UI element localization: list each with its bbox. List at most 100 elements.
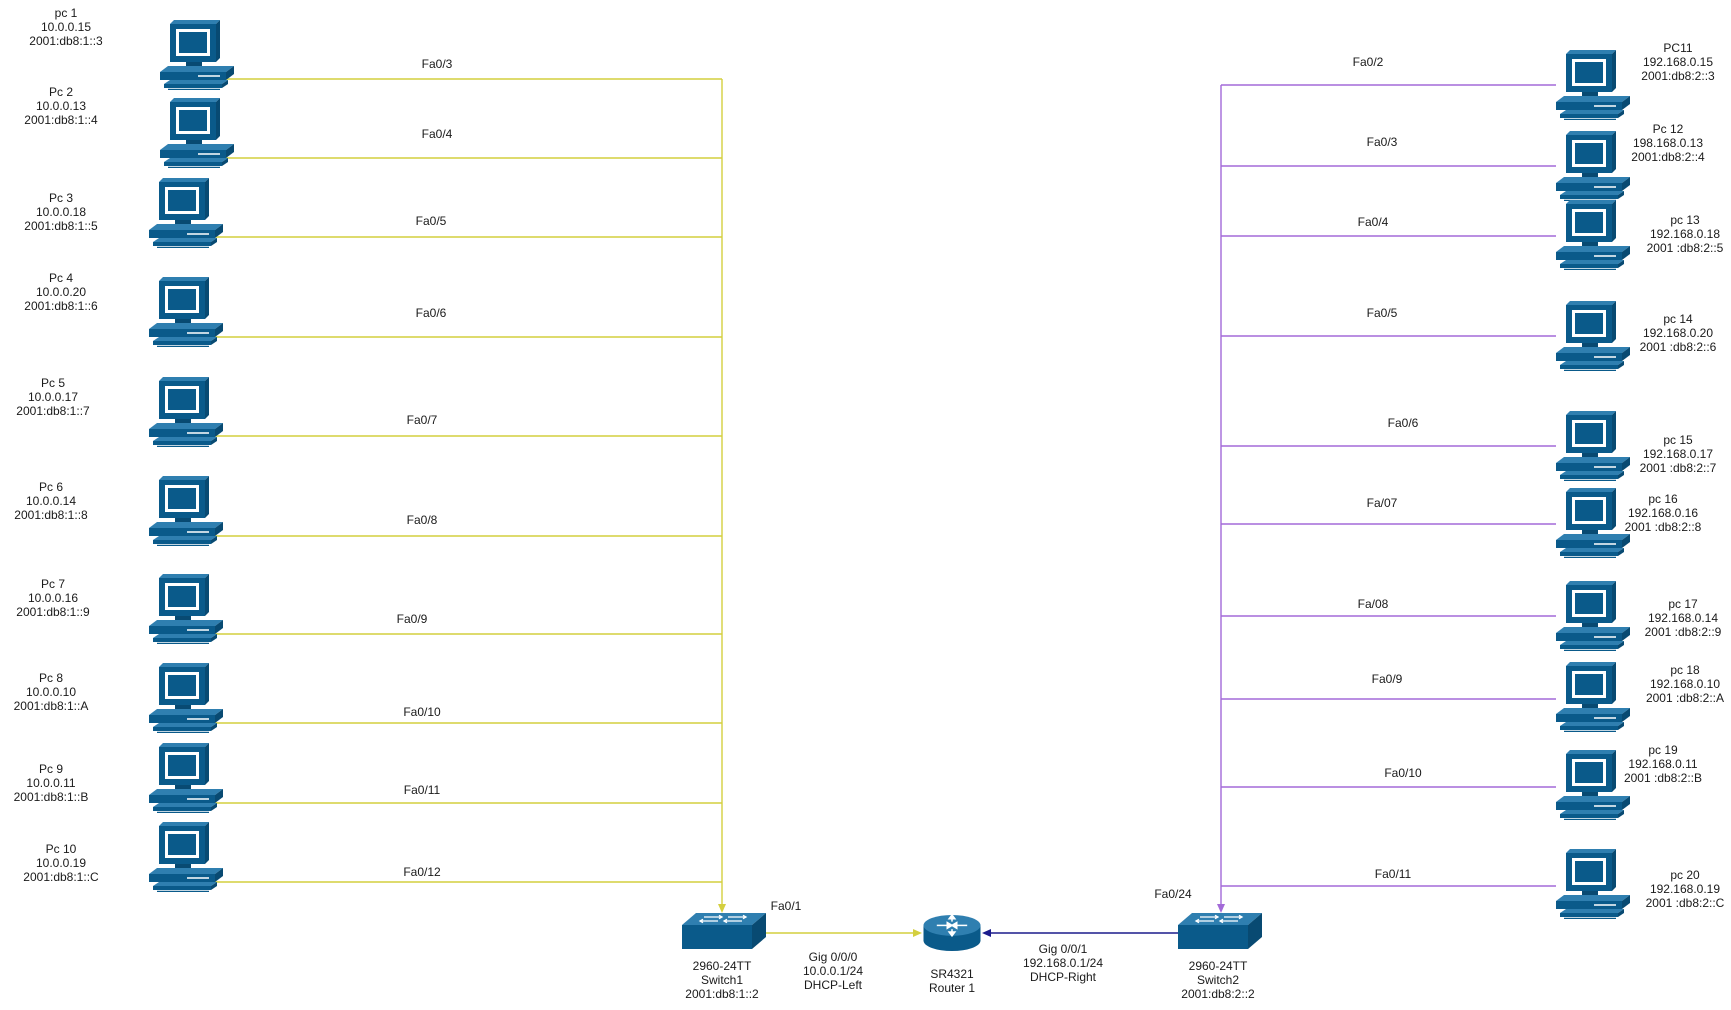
port-label: Fa0/2 xyxy=(1353,55,1384,69)
desktop-pc-icon[interactable] xyxy=(148,476,224,546)
desktop-pc-icon[interactable] xyxy=(1555,488,1631,558)
pc-name-label: pc 20 xyxy=(1670,868,1700,882)
router-iface-left-ip-label: 10.0.0.1/24 xyxy=(803,964,863,978)
switch2-uplink-port-label: Fa0/24 xyxy=(1154,887,1192,901)
port-label: Fa0/10 xyxy=(1384,766,1422,780)
desktop-pc-icon[interactable] xyxy=(148,277,224,347)
pc-ipv4-label: 10.0.0.14 xyxy=(26,494,76,508)
port-label: Fa0/11 xyxy=(404,783,441,797)
pc-ipv4-label: 192.168.0.19 xyxy=(1650,882,1720,896)
bus-arrow-head xyxy=(718,904,726,913)
pc-name-label: pc 19 xyxy=(1648,743,1678,757)
desktop-pc-icon[interactable] xyxy=(148,822,224,892)
port-label: Fa0/4 xyxy=(422,127,453,141)
pc-name-label: Pc 2 xyxy=(49,85,73,99)
desktop-pc-icon[interactable] xyxy=(148,743,224,813)
port-label: Fa0/6 xyxy=(1388,416,1419,430)
pc-name-label: pc 17 xyxy=(1668,597,1698,611)
desktop-pc-icon[interactable] xyxy=(1555,200,1631,270)
router-icon[interactable] xyxy=(923,914,981,952)
desktop-pc-icon[interactable] xyxy=(148,178,224,248)
pc-name-label: Pc 10 xyxy=(46,842,77,856)
pc-name-label: pc 1 xyxy=(55,6,78,20)
pc-ipv4-label: 192.168.0.16 xyxy=(1628,506,1698,520)
pc-ipv4-label: 192.168.0.18 xyxy=(1650,227,1720,241)
desktop-pc-icon[interactable] xyxy=(1555,849,1631,919)
pc-name-label: pc 18 xyxy=(1670,663,1700,677)
desktop-pc-icon[interactable] xyxy=(1555,662,1631,732)
switch2-ipv6-label: 2001:db8:2::2 xyxy=(1181,987,1255,1001)
port-label: Fa0/3 xyxy=(1367,135,1398,149)
pc-ipv6-label: 2001 :db8:2::6 xyxy=(1640,340,1717,354)
desktop-pc-icon[interactable] xyxy=(1555,411,1631,481)
pc-ipv6-label: 2001:db8:1::7 xyxy=(16,404,90,418)
pc-ipv4-label: 10.0.0.13 xyxy=(36,99,86,113)
pc-ipv4-label: 10.0.0.17 xyxy=(28,390,78,404)
desktop-pc-icon[interactable] xyxy=(159,98,235,168)
port-label: Fa0/12 xyxy=(403,865,441,879)
pc-ipv6-label: 2001:db8:1::C xyxy=(23,870,99,884)
port-label: Fa0/4 xyxy=(1358,215,1389,229)
pc-name-label: pc 14 xyxy=(1663,312,1693,326)
desktop-pc-icon[interactable] xyxy=(1555,50,1631,120)
pc-name-label: Pc 4 xyxy=(49,271,73,285)
pc-name-label: Pc 9 xyxy=(39,762,63,776)
port-label: Fa0/9 xyxy=(397,612,428,626)
pc-ipv6-label: 2001 :db8:2::8 xyxy=(1625,520,1702,534)
desktop-pc-icon[interactable] xyxy=(1555,131,1631,201)
desktop-pc-icon[interactable] xyxy=(1555,750,1631,820)
pc-ipv4-label: 10.0.0.11 xyxy=(26,776,75,790)
desktop-pc-icon[interactable] xyxy=(1555,581,1631,651)
pc-ipv6-label: 2001:db8:1::B xyxy=(14,790,89,804)
pc-ipv4-label: 192.168.0.15 xyxy=(1643,55,1713,69)
pc-ipv6-label: 2001 :db8:2::A xyxy=(1646,691,1724,705)
pc-ipv4-label: 10.0.0.15 xyxy=(41,20,91,34)
pc-ipv6-label: 2001:db8:2::3 xyxy=(1641,69,1715,83)
switch1-uplink-port-label: Fa0/1 xyxy=(771,899,802,913)
port-label: Fa0/3 xyxy=(422,57,453,71)
workgroup-switch-icon[interactable] xyxy=(1178,912,1262,950)
router-model-label: SR4321 xyxy=(930,967,974,981)
pc-name-label: Pc 12 xyxy=(1653,122,1684,136)
pc-name-label: Pc 6 xyxy=(39,480,63,494)
port-label: Fa0/5 xyxy=(1367,306,1398,320)
desktop-pc-icon[interactable] xyxy=(148,377,224,447)
port-label: Fa/07 xyxy=(1367,496,1398,510)
port-label: Fa0/10 xyxy=(403,705,441,719)
pc-ipv6-label: 2001 :db8:2::5 xyxy=(1647,241,1724,255)
port-label: Fa0/6 xyxy=(416,306,447,320)
pc-ipv4-label: 192.168.0.20 xyxy=(1643,326,1713,340)
pc-name-label: PC11 xyxy=(1663,41,1692,55)
router-iface-left-name-label: Gig 0/0/0 xyxy=(809,950,858,964)
router-iface-right-name-label: Gig 0/0/1 xyxy=(1039,942,1088,956)
pc-ipv6-label: 2001 :db8:2::7 xyxy=(1640,461,1717,475)
desktop-pc-icon[interactable] xyxy=(148,574,224,644)
pc-ipv6-label: 2001:db8:1::5 xyxy=(24,219,98,233)
pc-ipv4-label: 192.168.0.17 xyxy=(1643,447,1713,461)
pc-ipv4-label: 192.168.0.14 xyxy=(1648,611,1718,625)
pc-ipv4-label: 10.0.0.10 xyxy=(26,685,76,699)
pc-name-label: Pc 3 xyxy=(49,191,73,205)
desktop-pc-icon[interactable] xyxy=(1555,301,1631,371)
pc-ipv6-label: 2001:db8:2::4 xyxy=(1631,150,1705,164)
port-label: Fa/08 xyxy=(1358,597,1389,611)
switch1-ipv6-label: 2001:db8:1::2 xyxy=(685,987,759,1001)
pc-ipv6-label: 2001:db8:1::4 xyxy=(24,113,98,127)
pc-ipv6-label: 2001:db8:1::3 xyxy=(29,34,103,48)
switch2-name-label: Switch2 xyxy=(1197,973,1239,987)
pc-ipv6-label: 2001 :db8:2::C xyxy=(1646,896,1725,910)
desktop-pc-icon[interactable] xyxy=(148,663,224,733)
pc-name-label: Pc 8 xyxy=(39,671,63,685)
port-label: Fa0/5 xyxy=(416,214,447,228)
router-iface-right-dhcp-label: DHCP-Right xyxy=(1030,970,1097,984)
pc-ipv4-label: 10.0.0.20 xyxy=(36,285,86,299)
pc-ipv4-label: 198.168.0.13 xyxy=(1633,136,1703,150)
pc-name-label: pc 16 xyxy=(1648,492,1678,506)
pc-name-label: Pc 7 xyxy=(41,577,65,591)
workgroup-switch-icon[interactable] xyxy=(682,912,766,950)
desktop-pc-icon[interactable] xyxy=(159,20,235,90)
switch1-name-label: Switch1 xyxy=(701,973,743,987)
switch2-model-label: 2960-24TT xyxy=(1189,959,1248,973)
pc-ipv4-label: 10.0.0.18 xyxy=(36,205,86,219)
